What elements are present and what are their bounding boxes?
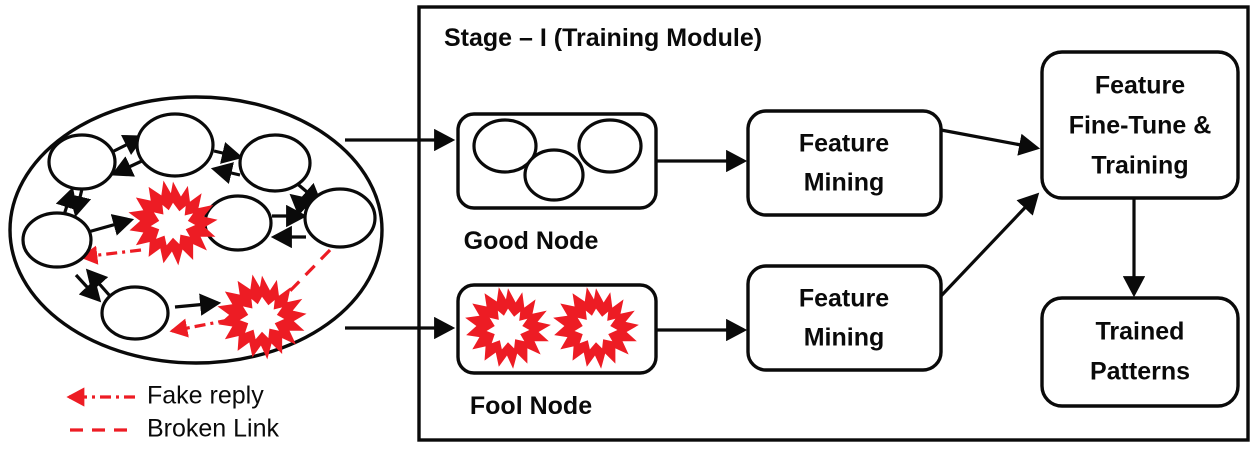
network-node [135,112,215,178]
network-node [21,211,93,269]
trained-patterns-line2: Patterns [1090,358,1190,386]
broken-link-edge-2 [286,248,332,295]
network-node [203,194,273,252]
feature-mining-top-block[interactable]: Feature Mining [746,109,943,217]
feature-mining-top-line2: Mining [804,169,885,197]
fool-node-caption: Fool Node [470,392,592,420]
fake-reply-edge-2 [169,318,230,338]
good-node-circle [523,148,585,202]
feature-mining-bottom-line2: Mining [804,324,885,352]
good-node-circle [577,118,643,174]
feature-fine-tune-line1: Feature [1095,72,1185,100]
edge-feature-mining-top-to-fine-tune [940,128,1041,156]
legend-label-fake-reply: Fake reply [147,382,264,410]
feature-mining-top-box[interactable] [746,109,943,217]
network-node [303,187,377,249]
trained-patterns-line1: Trained [1096,318,1185,346]
legend-item-fake-reply: Fake reply [66,382,264,410]
feature-fine-tune-line2: Fine-Tune & [1069,112,1212,140]
legend-label-broken-link: Broken Link [147,415,280,443]
feature-fine-tune-line3: Training [1091,152,1188,180]
trained-patterns-block[interactable]: Trained Patterns [1040,296,1240,408]
good-node-circle [472,118,538,174]
feature-mining-bottom-block[interactable]: Feature Mining [746,264,943,372]
trained-patterns-box[interactable] [1040,296,1240,408]
feature-fine-tune-box[interactable] [1040,50,1240,200]
good-node-caption: Good Node [464,227,599,255]
network-node [100,285,170,341]
network-nodes [21,112,377,341]
feature-fine-tune-block[interactable]: Feature Fine-Tune & Training [1040,50,1240,200]
feature-mining-bottom-line1: Feature [799,285,889,313]
edge-feature-mining-bottom-to-fine-tune [939,192,1040,298]
stage-title: Stage – I (Training Module) [444,24,762,52]
feature-mining-top-line1: Feature [799,130,889,158]
network-node [238,133,312,193]
legend-item-broken-link: Broken Link [70,415,280,443]
feature-mining-bottom-box[interactable] [746,264,943,372]
legend: Fake reply Broken Link [66,382,280,443]
network-node [47,133,117,191]
fake-reply-edge-1 [79,245,142,265]
